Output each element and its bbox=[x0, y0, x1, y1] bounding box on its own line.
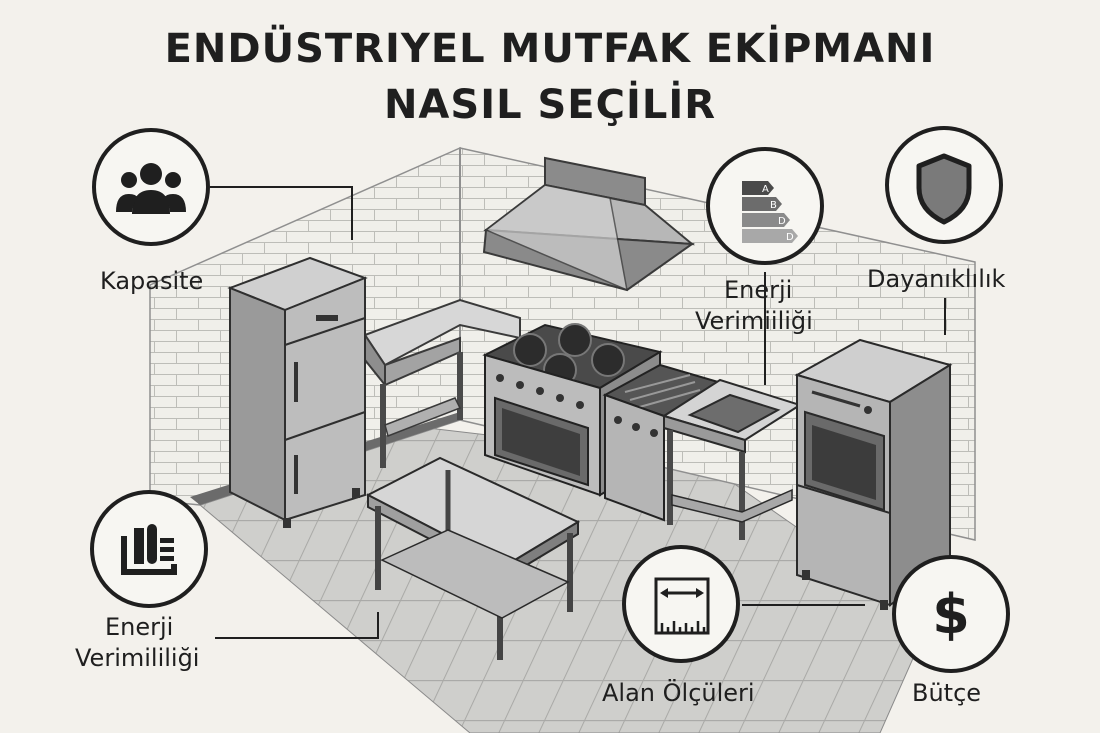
dimensions-label: Alan Ölçüleri bbox=[602, 679, 755, 707]
capacity-label: Kapasite bbox=[100, 267, 204, 295]
energy-top-label-line1: Enerji bbox=[724, 276, 793, 304]
durability-label: Dayanıklılık bbox=[867, 265, 1006, 293]
energy-rating-icon: A B D D bbox=[742, 181, 798, 243]
people-icon bbox=[116, 163, 186, 214]
ruler-icon bbox=[654, 577, 710, 635]
budget-label: Bütçe bbox=[912, 679, 982, 707]
griddle-unit bbox=[602, 363, 721, 522]
sink-counter bbox=[661, 378, 803, 540]
energy-top-label-line2: Verimiiliği bbox=[695, 307, 813, 335]
callout-connectors bbox=[210, 186, 946, 639]
energy-device-callout bbox=[90, 490, 208, 608]
refrigerator bbox=[227, 256, 368, 528]
durability-callout bbox=[885, 126, 1003, 244]
shield-icon bbox=[916, 153, 972, 225]
grade-b: B bbox=[770, 200, 777, 211]
energy-rating-callout: A B D D bbox=[706, 147, 824, 265]
prep-table-left bbox=[363, 298, 521, 468]
dimensions-callout bbox=[622, 545, 740, 663]
capacity-callout bbox=[92, 128, 210, 246]
page-title-line-2: NASIL SEÇİLİR bbox=[383, 82, 717, 128]
energy-bottom-label-line2: Verimililiği bbox=[75, 644, 200, 672]
svg-text:$: $ bbox=[932, 583, 970, 646]
dollar-icon: $ bbox=[932, 583, 970, 646]
grade-d1: D bbox=[778, 216, 786, 227]
range-hood bbox=[482, 156, 696, 292]
energy-device-icon bbox=[121, 524, 177, 575]
page-title-line-1: ENDÜSTRIYEL MUTFAK EKİPMANI bbox=[164, 26, 936, 72]
energy-bottom-label-line1: Enerji bbox=[105, 613, 174, 641]
budget-callout: $ bbox=[892, 555, 1010, 673]
work-table-center bbox=[365, 456, 581, 660]
grade-d2: D bbox=[786, 232, 794, 243]
grade-a: A bbox=[762, 184, 769, 195]
oven-cabinet bbox=[794, 338, 953, 610]
